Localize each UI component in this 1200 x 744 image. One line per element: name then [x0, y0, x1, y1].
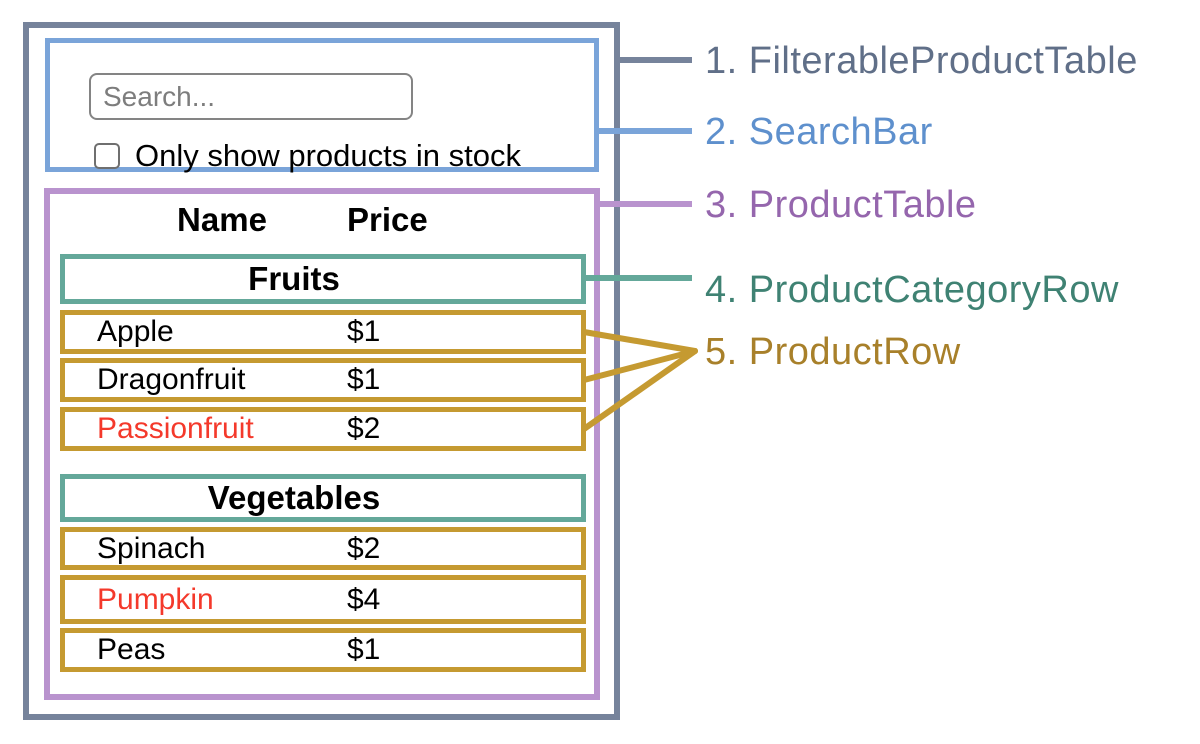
search-bar-box	[45, 38, 599, 172]
column-header-name: Name	[177, 201, 267, 238]
category-label: Fruits	[248, 260, 340, 297]
product-name: Spinach	[97, 531, 206, 565]
product-row-apple: Apple $1	[60, 310, 586, 354]
annotation-filterable-product-table: 1. FilterableProductTable	[705, 40, 1138, 82]
product-row-passionfruit: Passionfruit $2	[60, 407, 586, 451]
product-price: $2	[347, 412, 381, 445]
product-name: Apple	[97, 315, 174, 348]
category-row-vegetables: Vegetables	[60, 474, 586, 522]
column-header-price: Price	[347, 201, 428, 238]
product-price: $1	[347, 363, 381, 396]
annotation-product-table: 3. ProductTable	[705, 184, 977, 226]
product-row-dragonfruit: Dragonfruit $1	[60, 358, 586, 402]
annotation-search-bar: 2. SearchBar	[705, 111, 933, 153]
category-row-fruits: Fruits	[60, 254, 586, 304]
annotation-product-row: 5. ProductRow	[705, 331, 961, 373]
product-price: $4	[347, 582, 381, 616]
product-row-spinach: Spinach $2	[60, 527, 586, 570]
product-name-out-of-stock: Pumpkin	[97, 582, 214, 616]
product-name: Peas	[97, 633, 166, 666]
product-table-box	[44, 188, 600, 700]
category-label: Vegetables	[207, 479, 381, 516]
annotation-product-category-row: 4. ProductCategoryRow	[705, 269, 1119, 311]
product-row-pumpkin: Pumpkin $4	[60, 575, 586, 624]
in-stock-filter[interactable]: Only show products in stock	[94, 140, 521, 172]
in-stock-checkbox[interactable]	[94, 143, 120, 169]
product-row-peas: Peas $1	[60, 628, 586, 672]
product-price: $1	[347, 315, 381, 348]
product-name: Dragonfruit	[97, 363, 246, 396]
product-price: $2	[347, 531, 381, 565]
product-name-out-of-stock: Passionfruit	[97, 412, 254, 445]
search-input[interactable]	[89, 73, 413, 120]
product-price: $1	[347, 633, 381, 666]
in-stock-checkbox-label: Only show products in stock	[135, 138, 521, 173]
